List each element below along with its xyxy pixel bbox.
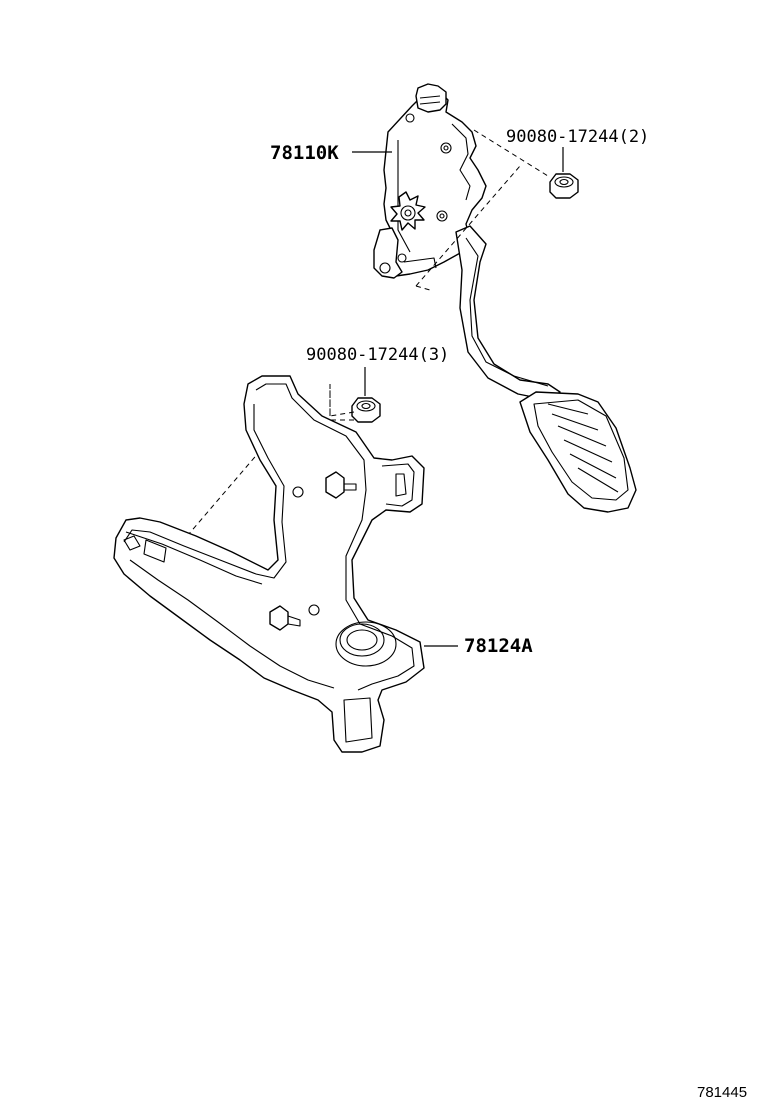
sensor-nut-dashed-guides [415, 129, 549, 291]
pedal-sensor-assembly[interactable] [373, 83, 637, 513]
nut-top[interactable] [549, 173, 579, 199]
label-nut-middle: 90080-17244(3) [306, 345, 449, 365]
label-nut-top: 90080-17244(2) [506, 127, 649, 147]
label-78110K: 78110K [270, 142, 339, 164]
label-78124A: 78124A [464, 635, 533, 657]
nut-middle[interactable] [351, 397, 381, 423]
pedal-bracket[interactable] [113, 375, 425, 753]
diagram-reference-number: 781445 [697, 1084, 747, 1101]
